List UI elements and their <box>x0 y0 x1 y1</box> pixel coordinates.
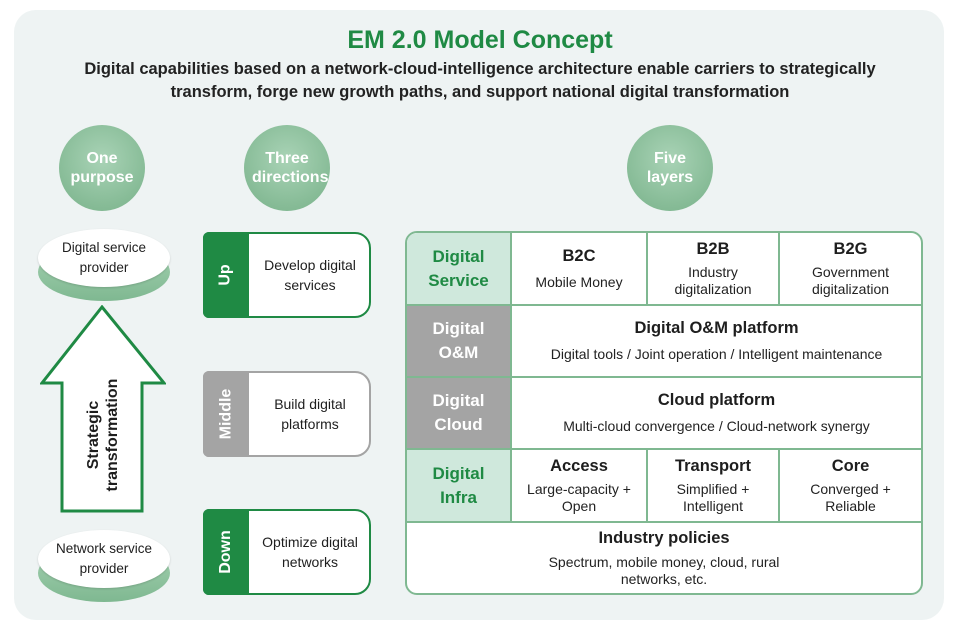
service-b2b: B2B Industry digitalization <box>648 233 778 304</box>
layer-label-service: Digital Service <box>407 233 510 304</box>
direction-up: Up Develop digital services <box>203 232 371 318</box>
direction-text: Build digital platforms <box>274 396 346 432</box>
cell-desc: Spectrum, mobile money, cloud, rural net… <box>548 553 780 587</box>
grid-line <box>646 233 648 304</box>
strategic-transformation-arrow <box>40 305 166 513</box>
layer-cloud-content: Cloud platform Multi-cloud convergence /… <box>512 378 921 448</box>
cell-desc: Mobile Money <box>535 273 623 290</box>
grid-line <box>407 304 921 306</box>
service-b2c: B2C Mobile Money <box>512 233 646 304</box>
direction-text: Develop digital services <box>264 257 356 293</box>
layer-label-infra: Digital Infra <box>407 450 510 521</box>
header-one-purpose-label: One purpose <box>70 150 134 186</box>
cell-desc: Government digitalization <box>811 263 890 297</box>
disc-label: Network service provider <box>55 541 153 576</box>
grid-line <box>778 450 780 521</box>
header-five-layers-label: Five layers <box>646 150 694 186</box>
cell-title: Digital O&M platform <box>634 319 799 337</box>
infra-transport: Transport Simplified + Intelligent <box>648 450 778 521</box>
cell-title: Transport <box>674 456 752 475</box>
grid-line <box>646 450 648 521</box>
disc-top: Digital service provider <box>38 229 170 287</box>
disc-network-service-provider: Network service provider <box>38 530 170 602</box>
direction-tab: Down <box>203 509 249 595</box>
header-three-directions: Three directions <box>244 125 330 211</box>
arrow-label: Strategic transformation <box>85 378 121 492</box>
up-arrow-shape <box>40 305 166 513</box>
cell-desc: Digital tools / Joint operation / Intell… <box>550 346 883 362</box>
cell-title: Industry policies <box>598 528 730 547</box>
cell-title: B2C <box>562 246 596 265</box>
cell-title: B2G <box>833 239 868 258</box>
direction-down: Down Optimize digital networks <box>203 509 371 595</box>
layer-label-om: Digital O&M <box>407 306 510 376</box>
header-five-layers: Five layers <box>627 125 713 211</box>
grid-line <box>778 233 780 304</box>
direction-text: Optimize digital networks <box>262 534 358 570</box>
grid-line <box>407 448 921 450</box>
direction-tab: Up <box>203 232 249 318</box>
page-title: EM 2.0 Model Concept <box>347 25 613 54</box>
five-layers-table: Digital Service B2C Mobile Money B2B Ind… <box>405 231 923 595</box>
cell-desc: Multi-cloud convergence / Cloud-network … <box>563 418 870 434</box>
service-b2g: B2G Government digitalization <box>780 233 921 304</box>
industry-policies: Industry policies Spectrum, mobile money… <box>407 523 921 593</box>
header-three-directions-label: Three directions <box>252 150 329 186</box>
disc-top: Network service provider <box>38 530 170 588</box>
cell-title: B2B <box>696 239 730 258</box>
cell-title: Access <box>550 456 608 475</box>
grid-line <box>407 376 921 378</box>
direction-tab: Middle <box>203 371 249 457</box>
page-subtitle: Digital capabilities based on a network-… <box>84 60 876 101</box>
cell-desc: Simplified + Intelligent <box>676 480 750 514</box>
grid-line <box>407 521 921 523</box>
cell-desc: Large-capacity + Open <box>527 480 631 514</box>
cell-desc: Converged + Reliable <box>810 480 891 514</box>
infra-access: Access Large-capacity + Open <box>512 450 646 521</box>
layer-om-content: Digital O&M platform Digital tools / Joi… <box>512 306 921 376</box>
header-one-purpose: One purpose <box>59 125 145 211</box>
grid-line <box>510 233 512 521</box>
cell-title: Cloud platform <box>657 391 776 409</box>
layer-label-cloud: Digital Cloud <box>407 378 510 448</box>
disc-digital-service-provider: Digital service provider <box>38 229 170 301</box>
infra-core: Core Converged + Reliable <box>780 450 921 521</box>
direction-middle: Middle Build digital platforms <box>203 371 371 457</box>
disc-label: Digital service provider <box>61 240 147 275</box>
cell-desc: Industry digitalization <box>674 263 752 297</box>
cell-title: Core <box>831 456 870 475</box>
